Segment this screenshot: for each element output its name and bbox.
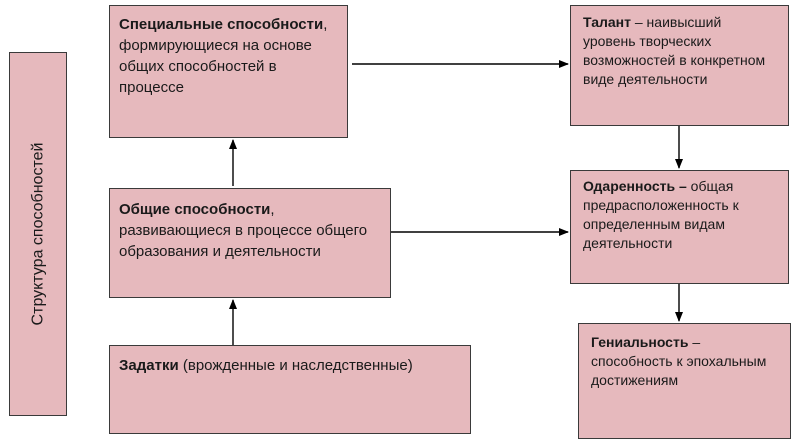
giftedness-box: Одаренность – общая предрасположенность …	[570, 170, 789, 284]
talent-box: Талант – наивысший уровень творческих во…	[570, 5, 789, 126]
inclinations-text: (врожденные и наследственные)	[178, 357, 413, 374]
general-abilities-title: Общие способности	[119, 201, 271, 218]
genius-box: Гениальность – способность к эпохальным …	[578, 323, 791, 439]
general-abilities-text: , развивающиеся в процессе общего образо…	[119, 201, 368, 260]
special-abilities-title: Специальные способности	[119, 16, 324, 33]
talent-text: – наивысший уровень творческих возможнос…	[583, 14, 766, 87]
special-abilities-text: , формирующиеся на основе общих способно…	[119, 16, 328, 96]
special-abilities-box: Специальные способности, формирующиеся н…	[109, 5, 348, 138]
talent-title: Талант	[583, 14, 631, 30]
giftedness-title: Одаренность –	[583, 178, 687, 194]
structure-box: Структура способностей	[9, 52, 67, 416]
general-abilities-box: Общие способности, развивающиеся в проце…	[109, 188, 391, 298]
inclinations-box: Задатки (врожденные и наследственные)	[109, 345, 471, 434]
giftedness-text: общая предрасположенность к определенным…	[583, 178, 739, 251]
inclinations-title: Задатки	[119, 357, 179, 374]
genius-title: Гениальность	[591, 334, 689, 350]
genius-text: – способность к эпохальным достижениям	[591, 334, 767, 388]
